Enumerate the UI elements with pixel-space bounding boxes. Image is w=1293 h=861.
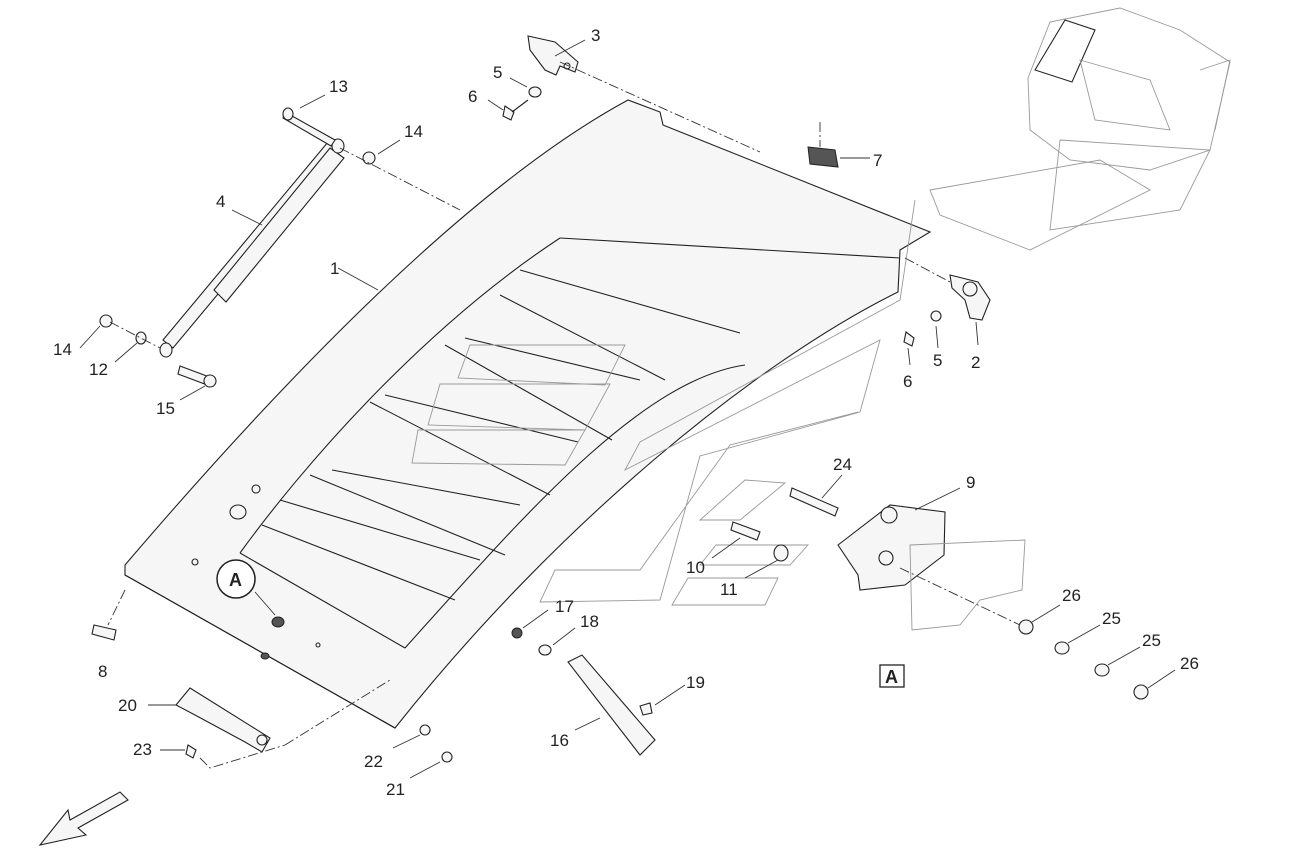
detail-marker[interactable]: A (216, 559, 256, 599)
machine-overview (929, 7, 1231, 251)
gas-strut (99, 107, 461, 388)
callout-6-top: 6 (468, 87, 477, 106)
callout-16: 16 (550, 731, 569, 750)
callout-24: 24 (833, 455, 852, 474)
callout-6-right: 6 (903, 372, 912, 391)
callout-14-top: 14 (404, 122, 423, 141)
hinge-bracket-top (502, 35, 579, 121)
callout-19: 19 (686, 673, 705, 692)
callout-20: 20 (118, 696, 137, 715)
callout-23: 23 (133, 740, 152, 759)
callout-7: 7 (873, 151, 882, 170)
callout-14-left: 14 (53, 340, 72, 359)
callout-5-right: 5 (933, 351, 942, 370)
detail-view-label: A (879, 664, 905, 688)
callout-10: 10 (686, 558, 705, 577)
callout-18: 18 (580, 612, 599, 631)
callout-13: 13 (329, 77, 348, 96)
callout-5-top: 5 (493, 63, 502, 82)
latch-assembly (730, 487, 1149, 700)
callout-25-lower: 25 (1142, 631, 1161, 650)
callout-1: 1 (330, 259, 339, 278)
detail-marker-label: A (229, 570, 242, 590)
callout-25-upper: 25 (1102, 609, 1121, 628)
callout-12: 12 (89, 360, 108, 379)
handle-20 (175, 679, 391, 769)
callout-4: 4 (216, 192, 225, 211)
callout-21: 21 (386, 780, 405, 799)
detail-view-letter: A (885, 667, 898, 687)
callout-26-upper: 26 (1062, 586, 1081, 605)
hinge-bracket-right (903, 257, 991, 347)
callout-9: 9 (966, 473, 975, 492)
leader-lines (79, 39, 1176, 779)
direction-arrow (38, 791, 129, 846)
callout-26-lower: 26 (1180, 654, 1199, 673)
cover-panel (124, 99, 932, 729)
callout-17: 17 (555, 597, 574, 616)
callout-11: 11 (720, 580, 738, 599)
clip-7 (559, 61, 839, 168)
callout-22: 22 (364, 752, 383, 771)
callout-15: 15 (156, 399, 175, 418)
strip-16 (511, 627, 656, 756)
callout-8: 8 (98, 662, 107, 681)
small-parts (91, 589, 453, 763)
callout-3: 3 (591, 26, 600, 45)
callout-2: 2 (971, 353, 980, 372)
callout-numbers: 1 2 3 4 5 5 6 6 7 8 9 10 11 12 13 14 14 … (53, 26, 1199, 799)
